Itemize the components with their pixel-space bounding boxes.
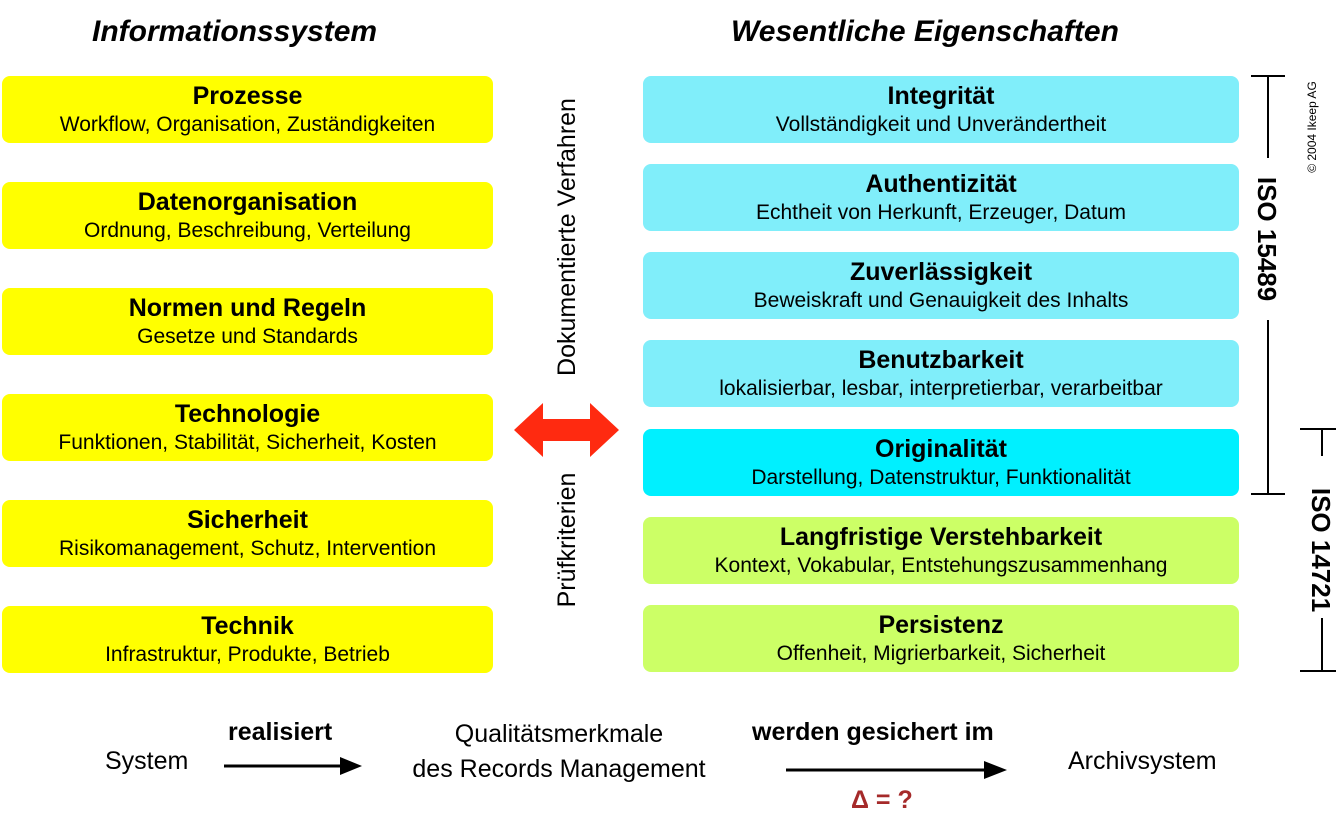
box-sicherheit: Sicherheit Risikomanagement, Schutz, Int… xyxy=(2,500,493,567)
box-integritaet: Integrität Vollständigkeit und Unverände… xyxy=(643,76,1239,143)
double-arrow-icon xyxy=(514,403,619,457)
box-subtitle: Offenheit, Migrierbarkeit, Sicherheit xyxy=(776,641,1106,665)
box-prozesse: Prozesse Workflow, Organisation, Zuständ… xyxy=(2,76,493,143)
right-heading: Wesentliche Eigenschaften xyxy=(731,15,1119,48)
bracket-iso-14721 xyxy=(1300,428,1336,672)
box-subtitle: Beweiskraft und Genauigkeit des Inhalts xyxy=(753,288,1129,312)
label-records-management: des Records Management xyxy=(412,755,706,783)
arrow-gesichert-icon xyxy=(786,761,1007,779)
box-langfristige-verstehbarkeit: Langfristige Verstehbarkeit Kontext, Vok… xyxy=(643,517,1239,584)
box-subtitle: Darstellung, Datenstruktur, Funktionalit… xyxy=(751,465,1131,489)
label-archivsystem: Archivsystem xyxy=(1068,747,1217,775)
box-subtitle: Risikomanagement, Schutz, Intervention xyxy=(58,536,437,560)
box-normen-und-regeln: Normen und Regeln Gesetze und Standards xyxy=(2,288,493,355)
box-originalitaet: Originalität Darstellung, Datenstruktur,… xyxy=(643,429,1239,496)
box-zuverlaessigkeit: Zuverlässigkeit Beweiskraft und Genauigk… xyxy=(643,252,1239,319)
box-title: Technik xyxy=(201,611,294,640)
box-subtitle: lokalisierbar, lesbar, interpretierbar, … xyxy=(719,376,1163,400)
box-subtitle: Funktionen, Stabilität, Sicherheit, Kost… xyxy=(58,430,437,454)
arrow-realisiert-icon xyxy=(224,757,362,775)
box-subtitle: Gesetze und Standards xyxy=(137,324,358,348)
box-title: Benutzbarkeit xyxy=(858,345,1024,374)
box-datenorganisation: Datenorganisation Ordnung, Beschreibung,… xyxy=(2,182,493,249)
box-title: Sicherheit xyxy=(187,505,308,534)
box-title: Langfristige Verstehbarkeit xyxy=(779,522,1103,551)
box-benutzbarkeit: Benutzbarkeit lokalisierbar, lesbar, int… xyxy=(643,340,1239,407)
box-title: Authentizität xyxy=(865,169,1017,198)
bracket-iso-15489 xyxy=(1251,75,1285,495)
box-title: Prozesse xyxy=(192,81,303,110)
box-title: Technologie xyxy=(174,399,321,428)
box-title: Zuverlässigkeit xyxy=(849,257,1033,286)
box-title: Datenorganisation xyxy=(137,187,358,216)
label-delta: Δ = ? xyxy=(851,786,913,814)
label-werden-gesichert: werden gesichert im xyxy=(752,718,994,746)
box-subtitle: Vollständigkeit und Unverändertheit xyxy=(775,112,1107,136)
box-authentizitaet: Authentizität Echtheit von Herkunft, Erz… xyxy=(643,164,1239,231)
box-title: Persistenz xyxy=(878,610,1004,639)
box-title: Normen und Regeln xyxy=(128,293,367,322)
box-technik: Technik Infrastruktur, Produkte, Betrieb xyxy=(2,606,493,673)
box-subtitle: Ordnung, Beschreibung, Verteilung xyxy=(84,218,411,242)
box-subtitle: Workflow, Organisation, Zuständigkeiten xyxy=(59,112,436,136)
box-subtitle: Kontext, Vokabular, Entstehungszusammenh… xyxy=(714,553,1168,577)
box-title: Originalität xyxy=(875,434,1007,463)
left-heading: Informationssystem xyxy=(92,15,378,48)
box-subtitle: Echtheit von Herkunft, Erzeuger, Datum xyxy=(755,200,1126,224)
box-persistenz: Persistenz Offenheit, Migrierbarkeit, Si… xyxy=(643,605,1239,672)
label-realisiert: realisiert xyxy=(228,718,333,746)
box-subtitle: Infrastruktur, Produkte, Betrieb xyxy=(105,642,390,666)
label-system: System xyxy=(105,747,189,775)
box-title: Integrität xyxy=(887,81,995,110)
box-technologie: Technologie Funktionen, Stabilität, Sich… xyxy=(2,394,493,461)
label-qualitaetsmerkmale: Qualitätsmerkmale xyxy=(454,720,664,748)
